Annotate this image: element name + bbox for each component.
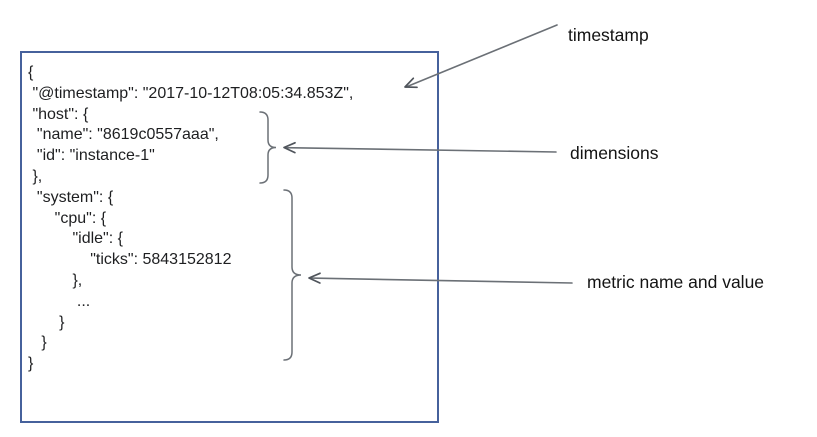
code-line: "id": "instance-1" <box>28 147 155 165</box>
code-line: "cpu": { <box>28 209 107 227</box>
label-timestamp: timestamp <box>568 25 649 45</box>
code-line: "ticks": 5843152812 <box>28 251 232 269</box>
code-line: } <box>28 334 47 352</box>
code-line: }, <box>28 167 43 185</box>
code-line: "system": { <box>28 188 114 206</box>
code-line: "idle": { <box>28 230 123 248</box>
code-line: } <box>28 313 65 331</box>
code-line: "host": { <box>28 105 89 123</box>
code-line: ... <box>28 292 91 310</box>
code-line: "name": "8619c0557aaa", <box>28 126 219 144</box>
code-line: }, <box>28 271 83 289</box>
label-dimensions: dimensions <box>570 143 659 163</box>
code-line: "@timestamp": "2017-10-12T08:05:34.853Z"… <box>28 84 354 102</box>
code-line: { <box>28 64 34 81</box>
json-document-box: { "@timestamp": "2017-10-12T08:05:34.853… <box>20 51 439 423</box>
json-code: { "@timestamp": "2017-10-12T08:05:34.853… <box>22 53 437 375</box>
label-metric: metric name and value <box>587 272 765 292</box>
code-line: } <box>28 355 34 373</box>
